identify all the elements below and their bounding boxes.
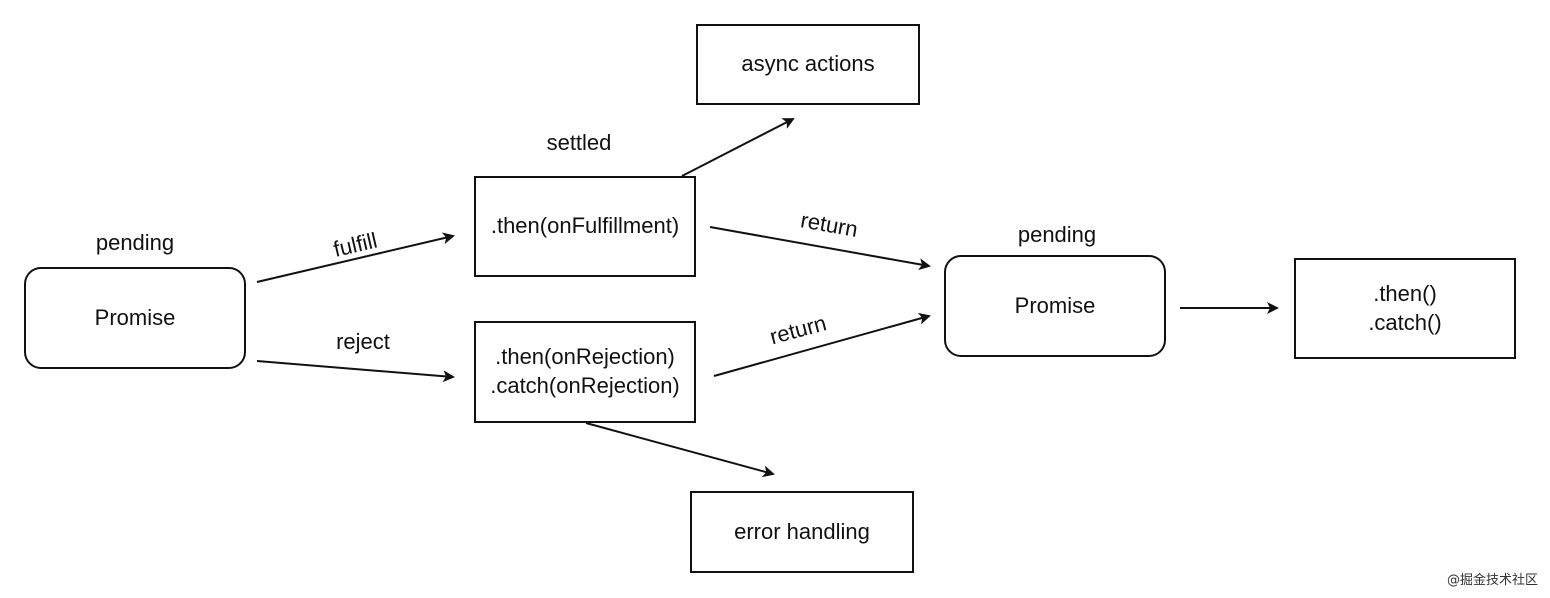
reject-arrow xyxy=(256,360,455,383)
then-catch-line2: .catch() xyxy=(1368,310,1441,335)
async-actions-arrow xyxy=(681,118,795,177)
error-handling-node xyxy=(690,491,914,573)
promise-start-state-label: pending xyxy=(96,230,174,255)
return-reject-edge-label: return xyxy=(767,310,829,349)
promise-end-node xyxy=(944,255,1166,357)
catch-rejection-line2: .catch(onRejection) xyxy=(490,373,680,398)
fulfill-arrow xyxy=(256,232,455,283)
promise-end-label: Promise xyxy=(1015,293,1096,318)
then-rejection-line1: .then(onRejection) xyxy=(495,344,675,369)
then-fulfillment-label: .then(onFulfillment) xyxy=(491,213,679,238)
error-handling-label: error handling xyxy=(734,519,870,544)
async-actions-node xyxy=(696,24,920,105)
promise-start-label: Promise xyxy=(95,305,176,330)
return-fulfill-edge-label: return xyxy=(799,207,860,242)
fulfill-edge-label: fulfill xyxy=(331,228,380,262)
promise-start-node xyxy=(24,267,246,369)
error-handling-arrow xyxy=(585,422,775,478)
then-rejection-node xyxy=(474,321,696,423)
return-fulfill-arrow xyxy=(709,226,931,271)
return-reject-arrow xyxy=(713,312,931,377)
then-catch-node xyxy=(1294,258,1516,359)
then-fulfillment-node xyxy=(474,176,696,277)
settled-state-label: settled xyxy=(547,130,612,155)
async-actions-label: async actions xyxy=(741,51,874,76)
reject-edge-label: reject xyxy=(336,329,390,354)
then-catch-line1: .then() xyxy=(1373,281,1437,306)
promise-end-state-label: pending xyxy=(1018,222,1096,247)
watermark: @掘金技术社区 xyxy=(1446,573,1538,588)
